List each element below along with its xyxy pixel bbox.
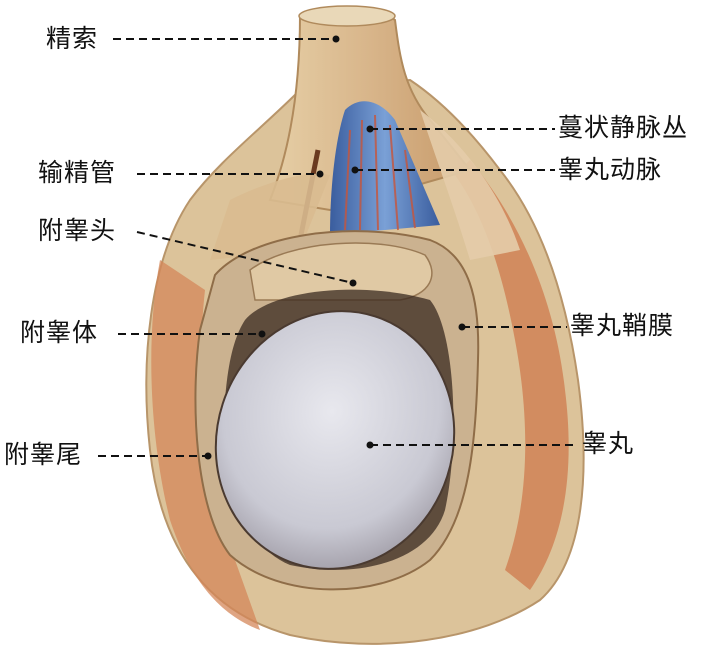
cremaster-right: [455, 160, 569, 590]
label-epididymis-head: 附睾头: [38, 216, 117, 245]
label-pampiniform-plexus: 蔓状静脉丛: [558, 113, 689, 142]
leader-dots: [204, 35, 466, 460]
label-spermatic-cord: 精索: [46, 24, 99, 53]
testis: [214, 310, 456, 570]
leader-lines: [98, 38, 578, 457]
label-epididymis-body: 附睾体: [20, 318, 99, 347]
label-vas-deferens: 输精管: [38, 158, 117, 187]
label-testis: 睾丸: [582, 429, 635, 458]
cord-cut-surface: [298, 5, 396, 27]
label-tunica-vaginalis: 睾丸鞘膜: [570, 311, 675, 340]
label-testicular-artery: 睾丸动脉: [558, 155, 663, 184]
label-epididymis-tail: 附睾尾: [4, 440, 83, 469]
